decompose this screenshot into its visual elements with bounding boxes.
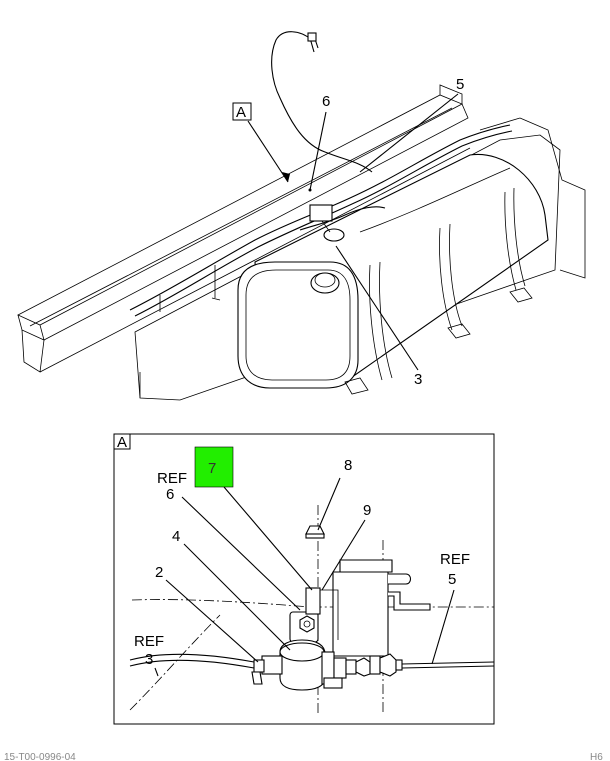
nut-8 <box>305 525 325 539</box>
wiring-harness <box>271 31 373 173</box>
ref-3-label: REF <box>134 633 164 650</box>
ref-5-label: REF <box>440 551 470 568</box>
footer-id: 15-T00-0996-04 <box>4 752 76 761</box>
fuel-lines <box>129 124 511 311</box>
footer-right: H6 <box>590 752 603 761</box>
highlight-callout-7[interactable] <box>194 446 234 488</box>
sensor-assembly-main <box>299 204 386 242</box>
callout-3: 3 <box>414 371 422 388</box>
filler-cap <box>310 272 340 294</box>
detail-callout-3: 3 <box>145 651 153 668</box>
sensor-6 <box>289 587 321 643</box>
line-connectors <box>345 653 403 677</box>
tank-end-cap <box>237 261 359 389</box>
detail-callout-5: 5 <box>448 571 456 588</box>
detail-frame <box>113 433 495 725</box>
callout-8: 8 <box>344 457 352 474</box>
view-a-label: A <box>236 104 246 121</box>
callout-9: 9 <box>363 502 371 519</box>
mount-plate <box>134 117 586 401</box>
callout-5: 5 <box>456 76 464 93</box>
fuel-line-3 <box>129 653 255 663</box>
valve-4 <box>251 639 347 691</box>
callout-2: 2 <box>155 564 163 581</box>
frame-rail <box>17 84 471 373</box>
callout-6: 6 <box>322 93 330 110</box>
view-a-reference-box <box>232 102 252 121</box>
detail-callout-6: 6 <box>166 486 174 503</box>
fuel-tank <box>237 153 549 395</box>
detail-view-a: A 7 <box>113 433 495 725</box>
mount-bracket <box>320 559 431 657</box>
callout-4: 4 <box>172 528 180 545</box>
detail-view-label: A <box>117 434 127 451</box>
fuel-line-5 <box>401 661 495 665</box>
ref-7-label: REF <box>157 470 187 487</box>
main-view: A 6 5 3 <box>17 31 586 401</box>
callout-7: 7 <box>208 460 216 477</box>
